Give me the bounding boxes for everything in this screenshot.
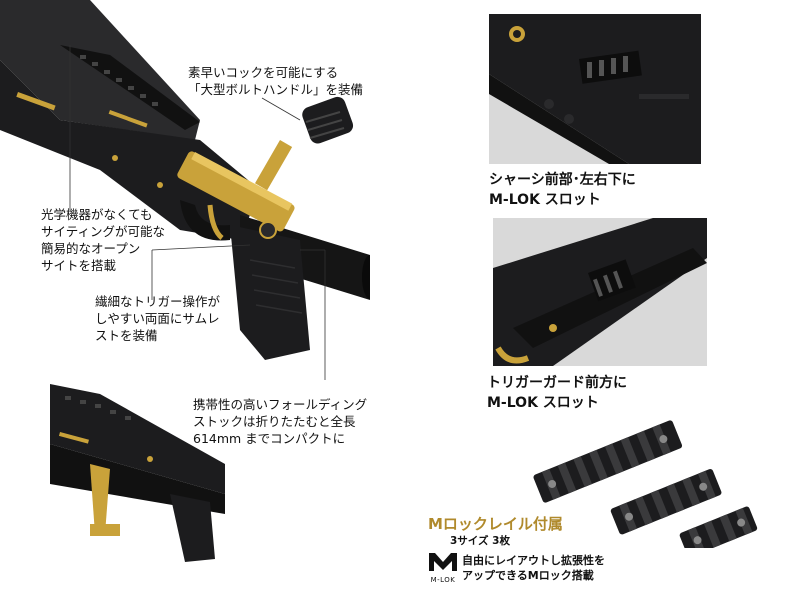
trigger-guard-photo: [493, 218, 707, 366]
callout-thumb-rest: 繊細なトリガー操作が しやすい両面にサムレ ストを装備: [95, 294, 221, 343]
caption-trigger-guard-mlok: トリガーガード前方に M-LOK スロット: [487, 375, 627, 411]
callout-bolt-handle: 素早いコックを可能にする 「大型ボルトハンドル」を装備: [188, 65, 364, 97]
mlok-rails-image: [530, 408, 770, 557]
folded-stock-photo: [50, 384, 225, 564]
mlok-logo: M-LOK: [426, 551, 460, 584]
callout-open-sight: 光学機器がなくても サイティングが可能な 簡易的なオープン サイトを搭載: [41, 207, 166, 273]
caption-chassis-mlok: シャーシ前部･左右下に M-LOK スロット: [489, 172, 636, 208]
rifle-main-photo: [0, 0, 378, 380]
callout-folding-stock: 携帯性の高いフォールディング ストックは折りたたむと全長 614mm までコンパ…: [193, 397, 368, 446]
rail-section-subtitle: 3サイズ 3枚: [450, 535, 510, 547]
rail-section-title: Mロックレイル付属: [428, 515, 563, 533]
mlok-logo-icon: [429, 553, 457, 571]
mlok-logo-label: M-LOK: [430, 576, 456, 584]
rail-section-description: 自由にレイアウトし拡張性を アップできるMロック搭載: [462, 554, 605, 582]
chassis-front-photo: [489, 14, 701, 164]
